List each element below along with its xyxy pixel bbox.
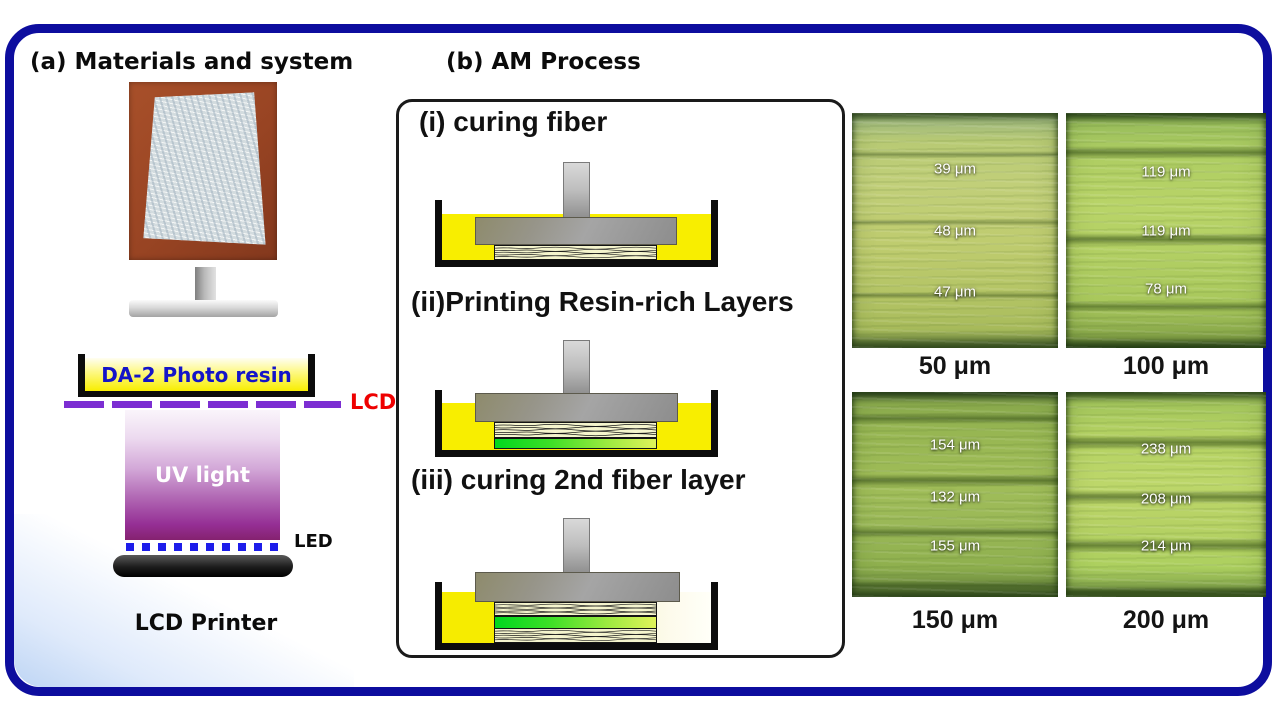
- vat-wall-left: [435, 390, 442, 457]
- corner-glow: [14, 514, 354, 687]
- fiber-layer: [494, 245, 657, 260]
- vat-bottom: [435, 643, 718, 650]
- vat-bottom: [78, 391, 315, 397]
- layer-boundary-line: [1066, 145, 1266, 159]
- measurement-label: 119 μm: [1141, 222, 1191, 239]
- vat-bottom: [435, 260, 718, 267]
- micrograph-150um: 154 μm 132 μm 155 μm: [852, 392, 1058, 597]
- measurement-label: 154 μm: [929, 436, 981, 454]
- layer-boundary-line: [852, 291, 1058, 299]
- measurement-label: 78 μm: [1145, 280, 1187, 298]
- platform-stem: [563, 162, 590, 218]
- fiber-waves-icon: [495, 629, 656, 642]
- printer-base: [113, 555, 293, 577]
- vat-bottom: [435, 450, 718, 457]
- step1-diagram: [435, 160, 718, 267]
- layer-boundary-line: [1066, 435, 1266, 451]
- vat-wall-right: [711, 390, 718, 457]
- layer-boundary-line: [1066, 301, 1266, 312]
- measurement-label: 208 μm: [1140, 490, 1192, 508]
- layer-boundary-line: [852, 474, 1058, 487]
- am-process-box: [396, 99, 845, 658]
- resin-rich-layer: [494, 438, 657, 449]
- lcd-dashed-line: [64, 401, 341, 408]
- micrograph-caption-50um: 50 μm: [918, 352, 992, 380]
- step1-heading: (i) curing fiber: [419, 106, 608, 137]
- fiber-mat-photo: [129, 82, 277, 260]
- fiber-waves-icon: [495, 246, 656, 259]
- layer-boundary-line: [852, 150, 1058, 158]
- led-dot-row: [126, 543, 278, 551]
- build-platform-stem: [195, 267, 216, 302]
- fiber-layer: [494, 422, 657, 438]
- fiber-waves-icon: [495, 603, 656, 615]
- vat-wall-left: [435, 582, 442, 650]
- vat-wall-left: [435, 200, 442, 267]
- micrograph-100um: 119 μm 119 μm 78 μm: [1066, 113, 1266, 348]
- panel-a-caption: LCD Printer: [134, 611, 278, 636]
- micrograph-caption-100um: 100 μm: [1122, 352, 1210, 380]
- panel-b-title: (b) AM Process: [446, 49, 641, 75]
- led-label: LED: [294, 531, 333, 552]
- measurement-label: 132 μm: [929, 488, 981, 506]
- layer-boundary-line: [1066, 232, 1266, 246]
- layer-boundary-line: [852, 527, 1058, 539]
- build-platform-bar: [129, 300, 278, 317]
- step2-diagram: [435, 338, 718, 457]
- micrograph-50um: 39 μm 48 μm 47 μm: [852, 113, 1058, 348]
- measurement-label: 47 μm: [934, 283, 976, 301]
- measurement-label: 119 μm: [1141, 163, 1191, 181]
- step3-diagram: [435, 516, 718, 650]
- fiber-layer-1: [494, 602, 657, 616]
- vat-wall-left: [78, 354, 85, 397]
- platform-plate: [475, 572, 680, 602]
- measurement-label: 214 μm: [1140, 537, 1192, 555]
- measurement-label: 48 μm: [934, 222, 976, 239]
- lcd-label: LCD: [350, 390, 397, 414]
- layer-boundary-line: [852, 218, 1058, 226]
- layer-boundary-line: [1066, 490, 1266, 505]
- platform-plate: [475, 217, 677, 245]
- measurement-label: 155 μm: [929, 537, 981, 555]
- layer-boundary-line: [1066, 586, 1266, 597]
- step3-heading: (iii) curing 2nd fiber layer: [411, 464, 746, 495]
- glass-fiber-mat: [143, 92, 266, 245]
- micrograph-caption-200um: 200 μm: [1122, 606, 1210, 634]
- photo-resin-fill: DA-2 Photo resin: [85, 358, 308, 391]
- resin-label: DA-2 Photo resin: [101, 362, 292, 387]
- platform-plate: [475, 393, 678, 422]
- measurement-label: 238 μm: [1140, 440, 1192, 458]
- fiber-layer-2: [494, 628, 657, 643]
- measurement-label: 39 μm: [934, 160, 976, 178]
- fiber-waves-icon: [495, 423, 656, 437]
- vat-wall-right: [308, 354, 315, 397]
- layer-boundary-line: [852, 580, 1058, 590]
- platform-stem: [563, 340, 590, 394]
- micrograph-caption-150um: 150 μm: [911, 606, 999, 634]
- layer-boundary-line: [852, 412, 1058, 424]
- resin-vat: DA-2 Photo resin: [78, 354, 315, 397]
- uv-light-label: UV light: [154, 463, 251, 487]
- platform-stem: [563, 518, 590, 573]
- vat-wall-right: [711, 200, 718, 267]
- micrograph-200um: 238 μm 208 μm 214 μm: [1066, 392, 1266, 597]
- uv-light-beam: UV light: [125, 410, 280, 540]
- step2-heading: (ii)Printing Resin-rich Layers: [411, 286, 794, 317]
- panel-a-title: (a) Materials and system: [30, 49, 354, 75]
- vat-wall-right: [711, 582, 718, 650]
- layer-boundary-line: [1066, 537, 1266, 553]
